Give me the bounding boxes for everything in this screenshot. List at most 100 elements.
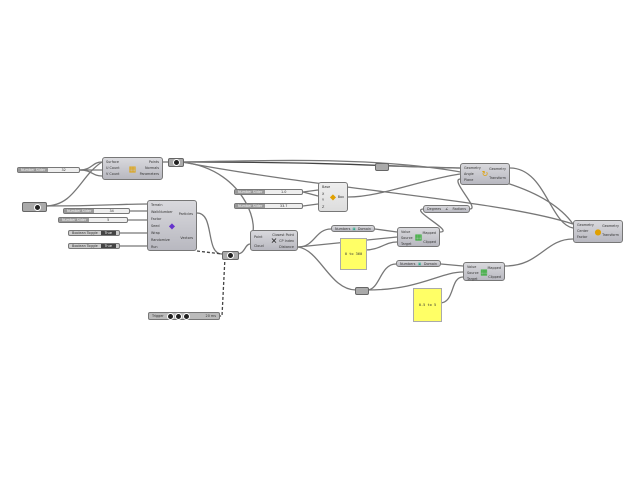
input-factor[interactable]: Factor [577,235,588,240]
remap-icon: ▦ [414,232,423,242]
trigger-label: Trigger [152,314,164,318]
play-icon[interactable] [166,312,174,320]
output-box[interactable]: Box [337,195,344,199]
panel-text: 0.5 to 5 [418,303,437,307]
output-cp-index[interactable]: CP Index [279,239,294,244]
input-geometry[interactable]: Geometry [464,166,481,170]
remap-icon: ▦ [480,267,488,276]
input-target[interactable]: Target [401,242,412,247]
number-slider-walk-number[interactable]: Number Slider 34 [63,208,130,214]
input-angle[interactable]: Angle [464,172,474,177]
input-terrain[interactable]: Terrain [151,203,163,207]
divide-surface-icon: ▦ [128,164,137,173]
surface-icon [34,204,41,211]
data-relay[interactable] [222,251,239,260]
input-geometry[interactable]: Geometry [577,223,594,227]
output-mapped[interactable]: Mapped [487,266,501,270]
trigger-component[interactable]: Trigger 20 ms [148,312,220,320]
output-normals[interactable]: Normals [144,166,159,171]
output-vectors[interactable]: Vectors [180,236,193,240]
output-clipped[interactable]: Clipped [423,240,436,244]
input-walknumber[interactable]: WalkNumber [151,210,173,214]
slider-value[interactable]: 32 [61,168,66,172]
input-target[interactable]: Target [467,277,478,282]
input-degrees[interactable]: Degrees [427,207,442,211]
degrees-to-radians[interactable]: Degrees∠Radians [423,205,470,213]
slider-value[interactable]: 33.7 [279,204,288,208]
output-parameters[interactable]: Parameters [139,172,159,177]
input-randomize[interactable]: Randomize [151,238,170,242]
output-clipped[interactable]: Clipped [488,275,501,279]
slider-label: Number Slider [235,190,266,194]
rotate-icon: ↻ [481,169,489,179]
output-distance[interactable]: Distance [279,245,294,250]
domain-icon: ▣ [418,261,422,266]
input-run[interactable]: Run [151,245,158,249]
output-points[interactable]: Points [148,160,159,164]
output-domain[interactable]: Domain [423,261,437,266]
reset-icon[interactable] [182,312,190,320]
output-geometry[interactable]: Geometry [602,224,619,228]
input-plane[interactable]: Plane [464,178,474,183]
number-slider-box-size[interactable]: Number Slider 1.0 [234,189,303,195]
input-numbers[interactable]: Numbers [335,226,351,231]
input-source[interactable]: Source [467,271,479,276]
input-seed[interactable]: Seed [151,224,160,228]
slider-label: Number Slider [64,209,95,213]
input-base[interactable]: Base [322,185,331,189]
input-v-count[interactable]: V Count [106,172,120,177]
trigger-interval[interactable]: 20 ms [205,314,216,318]
slider-value[interactable]: 1.0 [280,190,287,194]
output-transform[interactable]: Transform [602,233,619,237]
input-point[interactable]: Point [254,235,263,239]
output-domain[interactable]: Domain [357,226,371,231]
trigger-controls[interactable] [166,312,190,320]
pause-icon[interactable] [174,312,182,320]
input-surface[interactable]: Surface [106,160,119,164]
slider-value[interactable]: 5 [107,218,110,222]
input-wrap[interactable]: Wrap [151,231,160,235]
input-value[interactable]: Value [467,265,477,269]
output-geometry[interactable]: Geometry [489,167,506,171]
input-cloud[interactable]: Cloud [254,244,264,248]
input-source[interactable]: Source [401,236,413,241]
output-transform[interactable]: Transform [489,176,506,180]
output-closest-point[interactable]: Closest Point [272,233,294,237]
particle-icon: ◆ [168,221,176,230]
toggle-value[interactable]: True [100,244,116,248]
input-value[interactable]: Value [401,230,411,234]
construct-domain-2[interactable]: Numbers▣Domain [396,260,441,267]
wire-relay-2[interactable] [375,163,389,171]
input-x[interactable]: X [322,191,325,196]
point-param[interactable] [168,158,184,167]
input-y[interactable]: Y [322,198,325,202]
output-mapped[interactable]: Mapped [422,231,436,235]
output-radians[interactable]: Radians [452,207,466,211]
surface-param[interactable] [22,202,47,212]
input-z[interactable]: Z [322,204,325,209]
slider-value[interactable]: 34 [109,209,114,213]
panel-target-domain[interactable]: 0.5 to 5 [413,288,442,322]
input-factor[interactable]: Factor [151,217,162,221]
output-particles[interactable]: Particles [178,212,193,216]
panel-source-domain[interactable]: 0 to 360 [340,238,367,270]
input-center[interactable]: Center [577,229,589,234]
construct-domain-1[interactable]: Numbers▣Domain [331,225,375,232]
wire-relay-1[interactable] [355,287,369,295]
input-u-count[interactable]: U Count [106,166,120,171]
input-numbers[interactable]: Numbers [400,261,416,266]
toggle-value[interactable]: True [100,231,116,235]
